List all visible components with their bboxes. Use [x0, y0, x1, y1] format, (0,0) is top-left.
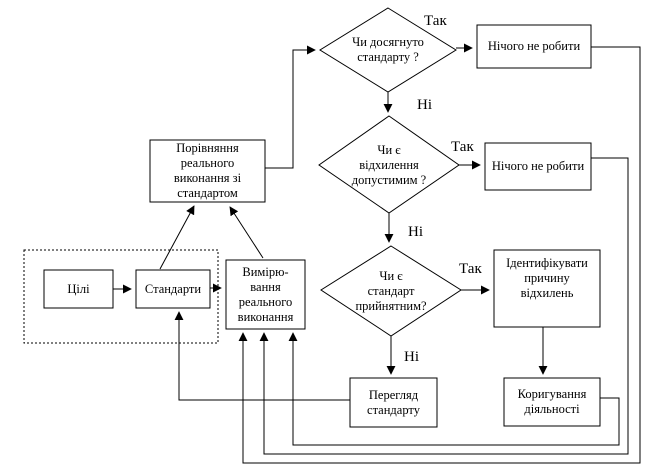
- edge-label-no-3: Ні: [404, 349, 419, 365]
- identify-cause-shape: [493, 249, 601, 328]
- standards-shape: [135, 269, 211, 309]
- decision-standard-achieved-label: Чи досягнуто стандарту ?: [352, 35, 424, 64]
- edge-label-yes-1: Так: [424, 13, 447, 29]
- edge-compare-to-decision1: [265, 45, 316, 169]
- measure-label: Вимірю- вання реального виконання: [237, 264, 294, 324]
- do-nothing-1-label: Нічого не робити: [487, 39, 581, 53]
- standards-label: Стандарти: [144, 281, 202, 296]
- do-nothing-2-label: Нічого не робити: [491, 159, 585, 173]
- correct-activity-shape: [503, 377, 601, 427]
- edge-correct-to-measure: [288, 332, 620, 446]
- review-standard-shape: [349, 377, 438, 428]
- review-standard-label: Перегляд стандарту: [367, 387, 420, 417]
- dotted-group-border: [23, 249, 219, 344]
- edge-label-no-2: Ні: [408, 224, 423, 240]
- edge-standards-to-compare: [159, 205, 195, 270]
- measure-shape: [225, 259, 306, 330]
- edge-label-yes-3: Так: [459, 261, 482, 277]
- do-nothing-2-shape: [484, 142, 592, 191]
- compare-shape: [149, 139, 266, 203]
- decision-standard-acceptable-label: Чи є стандарт прийнятним?: [355, 268, 427, 313]
- identify-cause-label: Ідентифікувати причину відхилень: [506, 256, 588, 300]
- edge-label-no-1: Ні: [417, 97, 432, 113]
- correct-activity-label: Коригування діяльності: [517, 387, 587, 416]
- edge-measure-to-compare: [229, 206, 264, 259]
- edge-label-yes-2: Так: [451, 139, 474, 155]
- compare-label: Порівняння реального виконання зі станда…: [173, 141, 242, 200]
- decision-deviation-acceptable-label: Чи є відхилення допустимим ?: [351, 142, 427, 187]
- edge-donothing1-to-measure: [238, 46, 641, 464]
- edge-donothing2-to-measure: [259, 157, 629, 455]
- goals-label: Цілі: [67, 281, 90, 296]
